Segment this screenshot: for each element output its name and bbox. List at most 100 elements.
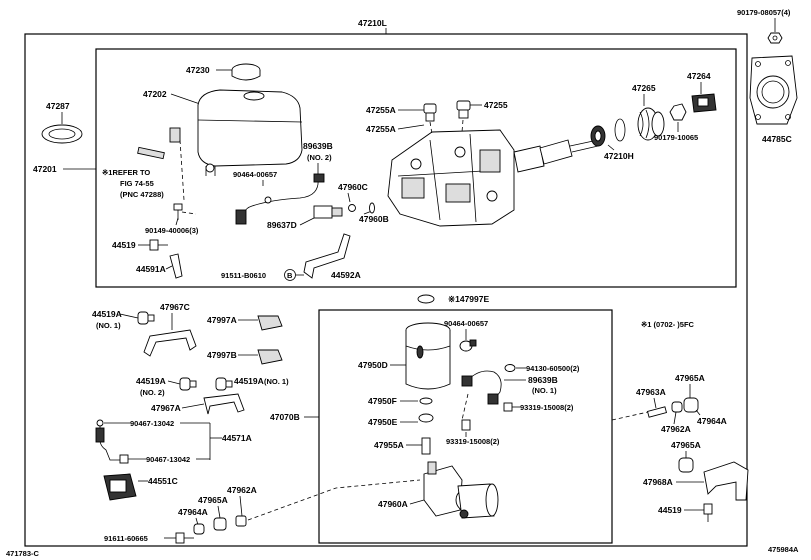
o-ring-e-icon xyxy=(418,413,434,423)
label-47955A: 47955A xyxy=(374,440,404,450)
label-47997B: 47997B xyxy=(207,350,237,360)
screw-b-icon xyxy=(461,419,471,431)
label-47962A-left: 47962A xyxy=(227,485,257,495)
pressure-sensor-icon xyxy=(313,205,343,219)
label-47255A-bottom: 47255A xyxy=(366,124,396,134)
plunger-icon xyxy=(421,437,431,455)
gasket-plate-icon xyxy=(749,55,798,125)
label-89639B-no2-note: (NO. 2) xyxy=(307,153,332,162)
reservoir-cap-icon xyxy=(231,63,261,81)
clip-b-icon xyxy=(257,349,283,365)
nut-small-icon xyxy=(504,364,516,372)
seal-ring-icon xyxy=(369,202,375,214)
label-47967C: 47967C xyxy=(160,302,190,312)
grommet-set-right-icon xyxy=(671,397,699,413)
label-47265: 47265 xyxy=(632,83,656,93)
label-90179-08057: 90179-08057(4) xyxy=(737,8,791,17)
nut-icon xyxy=(767,32,783,44)
label-47287: 47287 xyxy=(46,101,70,111)
cushion-bolt-no2-icon xyxy=(179,377,197,391)
label-47964A-left: 47964A xyxy=(178,507,208,517)
label-47965A-right-top: 47965A xyxy=(675,373,705,383)
label-44592A: 44592A xyxy=(331,270,361,280)
label-44519A-no2: 44519A xyxy=(136,376,166,386)
label-44519-upper: 44519 xyxy=(112,240,136,250)
label-44551C: 44551C xyxy=(148,476,178,486)
corner-label-left: 471783-C xyxy=(6,549,40,558)
label-47967A: 47967A xyxy=(151,403,181,413)
brake-line-bracket-icon xyxy=(303,233,351,279)
corner-label-right: 475984A xyxy=(768,545,799,554)
circle-b-marker xyxy=(284,269,296,281)
cushion-bolt-no1-b-icon xyxy=(215,377,233,391)
label-90467-13042-b: 90467-13042 xyxy=(146,455,190,464)
label-44519A-no1-b-note: (NO. 1) xyxy=(264,377,289,386)
refer-tag-icon xyxy=(137,146,165,160)
accumulator-icon xyxy=(405,322,451,390)
label-91511-B0610: 91511-B0610 xyxy=(221,271,266,280)
label-44519A-no2-note: (NO. 2) xyxy=(140,388,165,397)
bracket-c-icon xyxy=(143,329,197,357)
gasket-ring-icon xyxy=(41,124,83,144)
label-44519A-no1-note: (NO. 1) xyxy=(96,321,121,330)
label-47201: 47201 xyxy=(33,164,57,174)
label-47962A-right: 47962A xyxy=(661,424,691,434)
circle-b-letter: B xyxy=(287,271,293,280)
label-47210L: 47210L xyxy=(358,18,387,28)
o-ring-icon xyxy=(348,204,356,212)
label-47997A: 47997A xyxy=(207,315,237,325)
connector-bracket-icon xyxy=(103,473,137,501)
master-cylinder-body-icon xyxy=(387,129,515,227)
note-5FC: ※1 (0702- )5FC xyxy=(641,320,695,329)
label-44519-lower: 44519 xyxy=(658,505,682,515)
label-47255: 47255 xyxy=(484,100,508,110)
hose-clamp-icon xyxy=(459,339,477,352)
label-44519A-no1-b: 44519A xyxy=(234,376,264,386)
label-89639B-no1-note: (NO. 1) xyxy=(532,386,557,395)
label-44785C: 44785C xyxy=(762,134,792,144)
spring-retainer-icon xyxy=(590,125,606,147)
o-ring-f-icon xyxy=(419,397,433,405)
label-47950F: 47950F xyxy=(368,396,397,406)
bolt-icon xyxy=(149,239,168,251)
label-47960C: 47960C xyxy=(338,182,368,192)
label-90149-40006: 90149-40006(3) xyxy=(145,226,199,235)
clevis-icon xyxy=(691,93,717,113)
label-47960B: 47960B xyxy=(359,214,389,224)
reservoir-grommet-icon xyxy=(423,100,471,122)
sleeve-icon xyxy=(646,406,668,418)
clip-a-icon xyxy=(257,315,283,331)
label-47960A: 47960A xyxy=(378,499,408,509)
pump-motor-icon xyxy=(423,461,499,519)
label-47255A-top: 47255A xyxy=(366,105,396,115)
label-93319-15008-a: 93319-15008(2) xyxy=(520,403,574,412)
label-47965A-right-bottom: 47965A xyxy=(671,440,701,450)
label-47210H: 47210H xyxy=(604,151,634,161)
upper-subassembly-frame xyxy=(95,48,737,288)
wire-harness-icon xyxy=(95,419,129,464)
label-47950D: 47950D xyxy=(358,360,388,370)
label-90464-00657-upper: 90464-00657 xyxy=(233,170,277,179)
flange-bolt-icon xyxy=(175,532,194,544)
label-91611-60665: 91611-60665 xyxy=(104,534,148,543)
bracket-a-icon xyxy=(203,393,245,415)
label-90467-13042-a: 90467-13042 xyxy=(130,419,174,428)
bracket-icon xyxy=(169,253,183,279)
label-47230: 47230 xyxy=(186,65,210,75)
cushion-right-icon xyxy=(678,457,694,473)
bolt-lower-right-icon xyxy=(703,503,713,522)
refer-note-line3: (PNC 47288) xyxy=(120,190,164,199)
label-44571A: 44571A xyxy=(222,433,252,443)
label-89639B-no2: 89639B xyxy=(303,141,333,151)
refer-note-line1: ※1REFER TO xyxy=(102,168,150,177)
label-94130-60500: 94130-60500(2) xyxy=(526,364,580,373)
label-47964A-right: 47964A xyxy=(697,416,727,426)
reservoir-bolt-icon xyxy=(173,203,183,220)
label-47264: 47264 xyxy=(687,71,711,81)
cushion-bolt-icon xyxy=(137,311,155,325)
fluid-level-sensor-wire-icon xyxy=(235,173,325,225)
label-90464-00657-lower: 90464-00657 xyxy=(444,319,488,328)
label-47950E: 47950E xyxy=(368,417,398,427)
washer-icon xyxy=(417,294,435,304)
